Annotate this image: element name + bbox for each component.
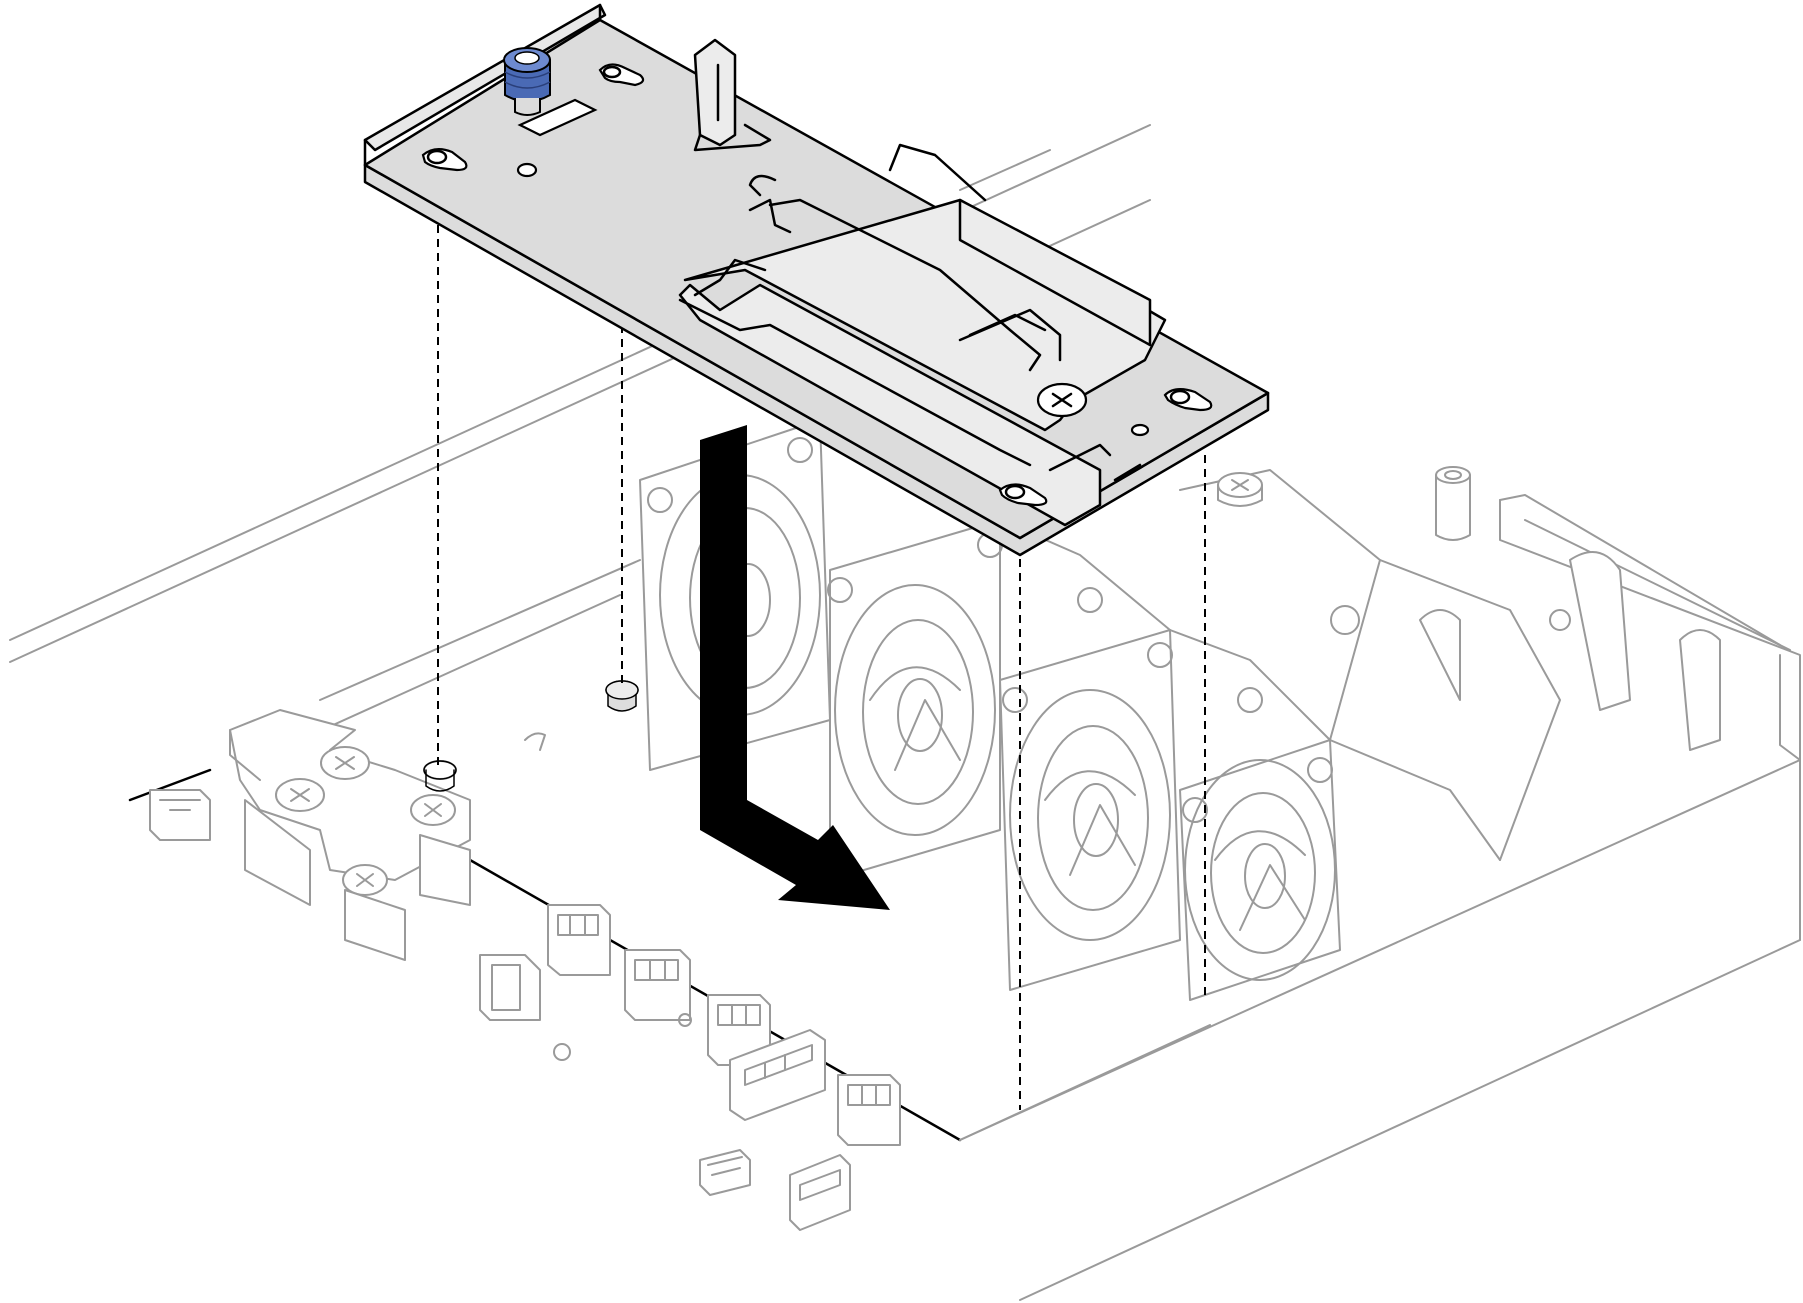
connector-2 (547, 904, 611, 976)
standoff-center (605, 680, 639, 712)
alignment-guides (437, 225, 1206, 1110)
clamp-screw-3 (410, 794, 456, 826)
connectors (149, 732, 901, 1231)
connector-7 (837, 1074, 901, 1146)
fan-assembly (639, 419, 1721, 1001)
clamp-screw-2 (275, 778, 325, 812)
connector-4 (624, 949, 691, 1021)
fan-4 (1179, 739, 1341, 1001)
standoff-left (423, 760, 457, 792)
mounting-bracket (363, 3, 1270, 557)
connector-8 (699, 1149, 751, 1196)
keyhole-slot-4 (998, 483, 1048, 507)
blue-captive-thumbscrew (503, 47, 551, 116)
keyhole-slot-1 (598, 63, 645, 87)
clamp-screw-4 (342, 864, 388, 896)
clamp-screw-1 (320, 746, 370, 780)
connector-9 (789, 1154, 851, 1231)
connector-1 (149, 789, 211, 841)
fan-3 (999, 629, 1181, 991)
connector-3 (479, 954, 541, 1021)
keyhole-slot-2 (421, 148, 468, 172)
keyhole-slot-3 (1163, 388, 1213, 412)
chassis (9, 124, 1801, 1301)
fan-screw (1217, 472, 1263, 507)
board-clamp (229, 709, 471, 961)
fan-2 (827, 519, 1003, 881)
plate-screw (1036, 382, 1088, 418)
connector-6 (729, 1029, 826, 1121)
installation-arrow (700, 425, 890, 910)
